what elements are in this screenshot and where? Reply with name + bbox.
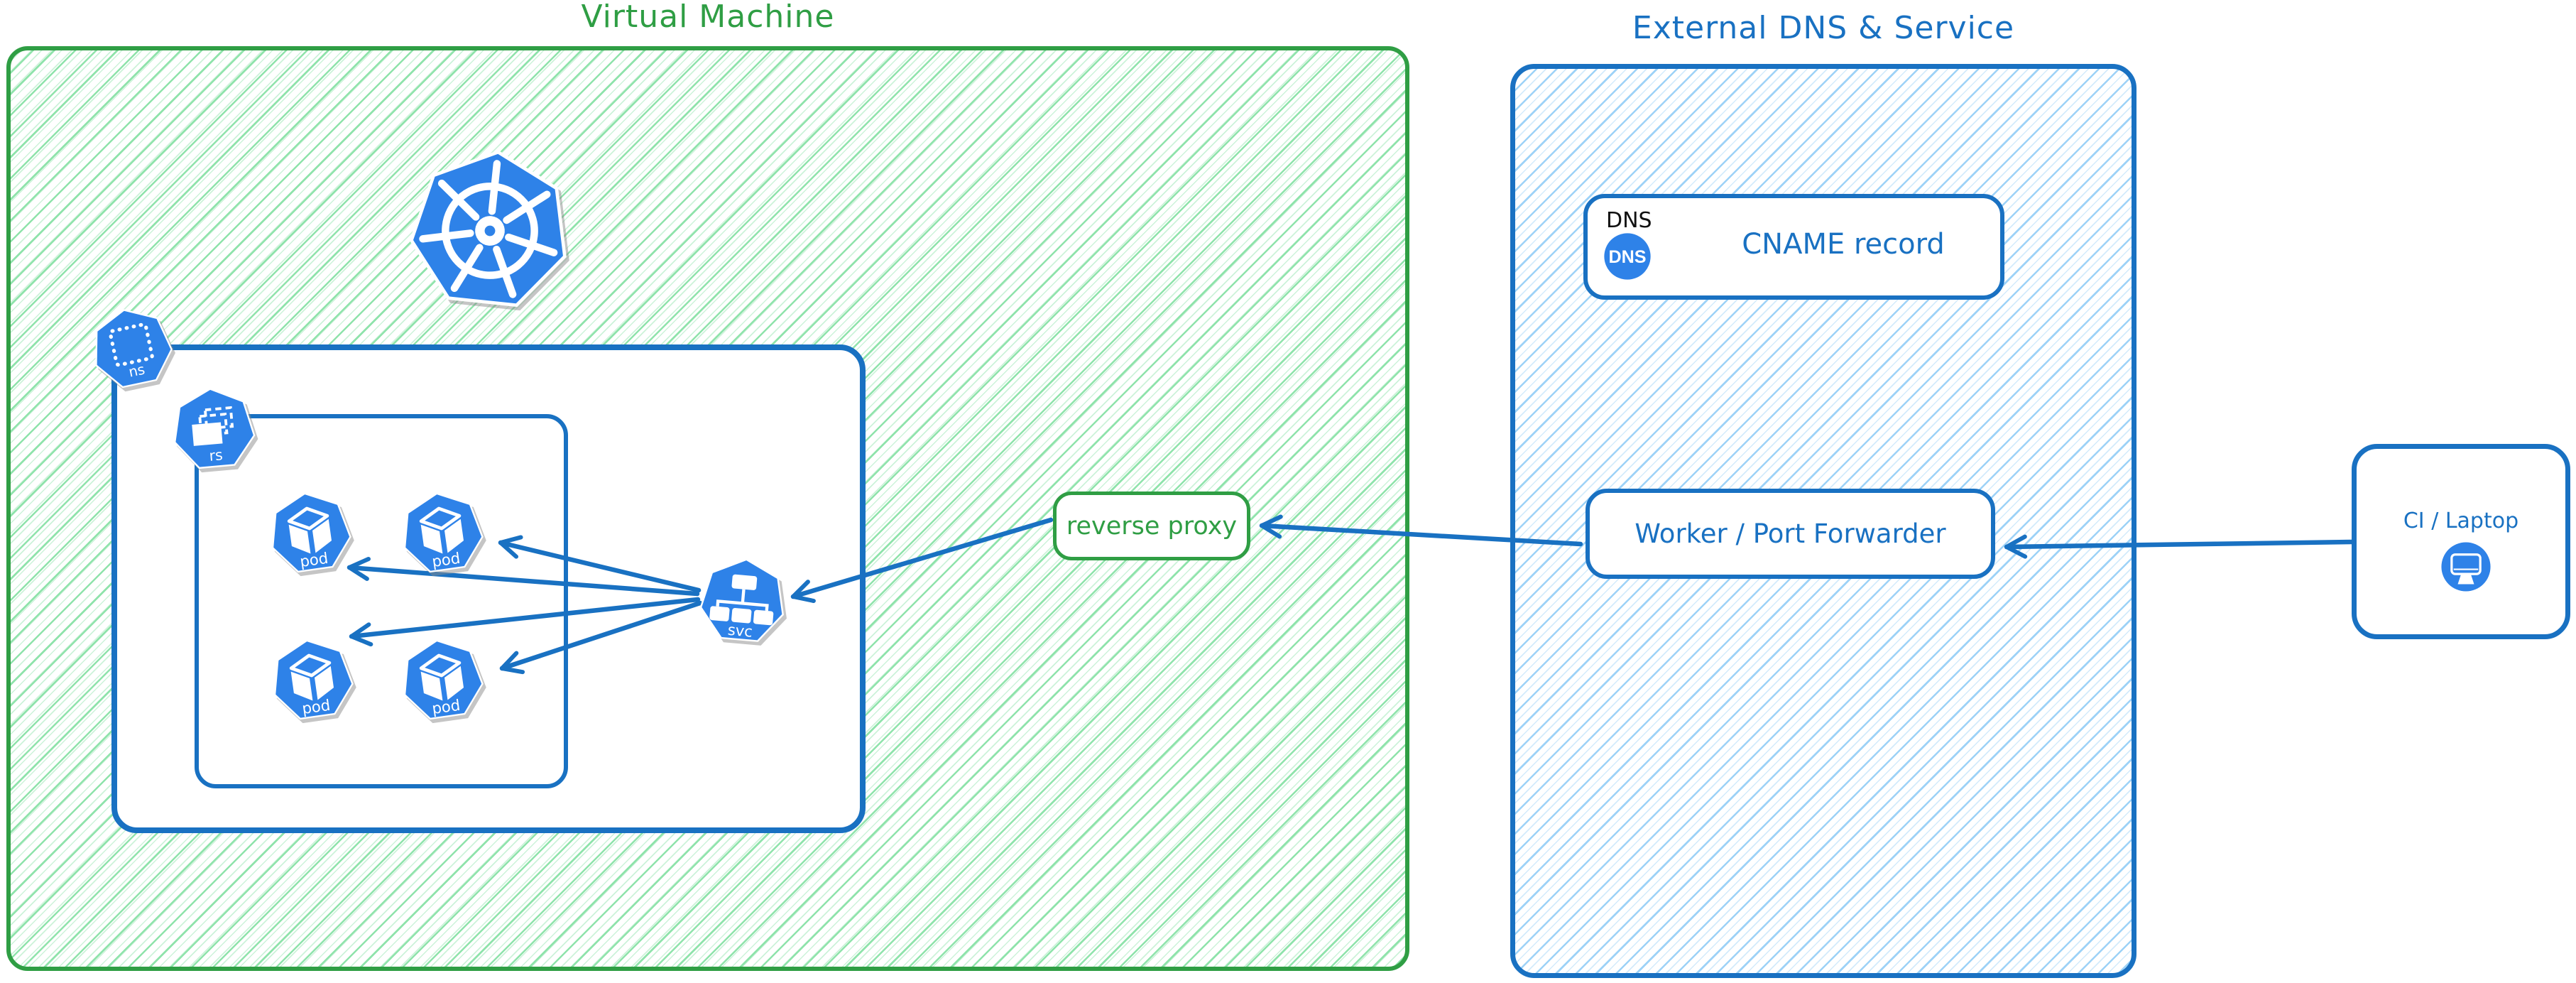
pod-label: pod <box>301 697 332 718</box>
replicaset-badge-label: rs <box>209 446 224 465</box>
reverse-proxy-node: reverse proxy <box>1053 492 1250 560</box>
virtual-machine-title: Virtual Machine <box>581 0 835 35</box>
pod-icon: pod <box>273 639 354 720</box>
monitor-icon <box>2441 542 2491 592</box>
dns-record-node: DNS DNS CNAME record <box>1583 194 2004 300</box>
worker-port-forwarder-node: Worker / Port Forwarder <box>1586 489 1995 579</box>
kubernetes-logo-icon <box>409 150 567 308</box>
pod-icon: pod <box>403 639 484 720</box>
ci-laptop-label: CI / Laptop <box>2403 509 2519 533</box>
pod-label: pod <box>299 550 329 571</box>
external-dns-title: External DNS & Service <box>1632 10 2015 46</box>
pod-label: pod <box>431 697 462 718</box>
worker-label: Worker / Port Forwarder <box>1634 518 1946 549</box>
reverse-proxy-label: reverse proxy <box>1066 511 1238 541</box>
service-badge-label: svc <box>727 621 753 641</box>
cname-record-label: CNAME record <box>1742 228 1945 261</box>
dns-icon-label: DNS <box>1608 247 1646 267</box>
service-icon: svc <box>699 558 784 642</box>
ci-laptop-node: CI / Laptop <box>2352 444 2570 639</box>
replicaset-icon: rs <box>173 388 256 469</box>
namespace-icon: ns <box>95 309 173 389</box>
namespace-badge-label: ns <box>127 361 146 380</box>
dns-corner-label: DNS <box>1606 208 1652 233</box>
pod-icon: pod <box>271 492 351 573</box>
pod-icon: pod <box>403 492 484 573</box>
dns-icon: DNS <box>1604 233 1651 280</box>
